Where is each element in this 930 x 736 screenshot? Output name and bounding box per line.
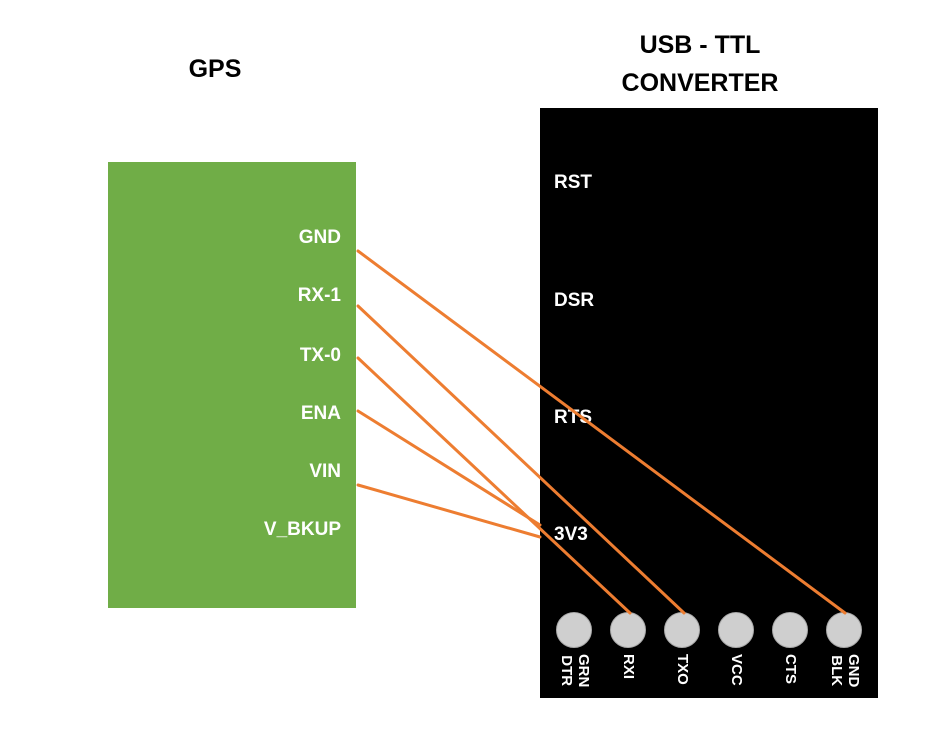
- usb-ttl-title: USB - TTL CONVERTER: [560, 26, 840, 102]
- header-pin-rxi: [610, 612, 646, 648]
- header-label-gnd-blk: GND BLK: [828, 654, 862, 687]
- wire-ena-to-3v3: [356, 409, 542, 527]
- gps-pin-vbkup: V_BKUP: [263, 519, 341, 540]
- header-label-gnd: GND: [845, 654, 862, 688]
- usb-pin-3v3: 3V3: [554, 524, 588, 545]
- header-label-txo-text: TXO: [674, 654, 691, 685]
- header-label-rxi: RXI: [620, 654, 637, 679]
- gps-module: GND RX-1 TX-0 ENA VIN V_BKUP: [108, 162, 356, 608]
- header-pin-txo: [664, 612, 700, 648]
- usb-pin-rst: RST: [554, 172, 592, 193]
- header-label-rxi-text: RXI: [620, 654, 637, 680]
- header-pin-grn-dtr: [556, 612, 592, 648]
- header-label-dtr: DTR: [558, 655, 575, 687]
- gps-pin-ena: ENA: [300, 403, 341, 424]
- header-pin-gnd-blk: [826, 612, 862, 648]
- gps-pin-gnd: GND: [298, 227, 341, 248]
- header-pin-cts: [772, 612, 808, 648]
- wire-vin-to-3v3: [356, 483, 542, 539]
- header-label-vcc-text: VCC: [728, 654, 745, 686]
- header-label-vcc: VCC: [728, 654, 745, 686]
- usb-ttl-title-line2: CONVERTER: [621, 69, 779, 97]
- header-label-cts-text: CTS: [782, 654, 799, 684]
- header-label-grn: GRN: [575, 654, 592, 688]
- header-label-blk: BLK: [828, 655, 845, 687]
- usb-ttl-title-line1: USB - TTL: [639, 31, 761, 59]
- usb-pin-dsr: DSR: [554, 290, 595, 311]
- gps-pin-rx1: RX-1: [297, 285, 341, 306]
- gps-pin-vin: VIN: [309, 461, 341, 482]
- header-label-txo: TXO: [674, 654, 691, 685]
- usb-ttl-converter: RST DSR RTS 3V3 GRN DTR RXI TXO VCC CTS …: [540, 108, 878, 698]
- header-label-cts: CTS: [782, 654, 799, 684]
- header-label-grn-dtr: GRN DTR: [558, 654, 592, 687]
- gps-title: GPS: [188, 55, 242, 83]
- header-pin-vcc: [718, 612, 754, 648]
- gps-pin-tx0: TX-0: [299, 345, 341, 366]
- usb-pin-rts: RTS: [554, 407, 592, 428]
